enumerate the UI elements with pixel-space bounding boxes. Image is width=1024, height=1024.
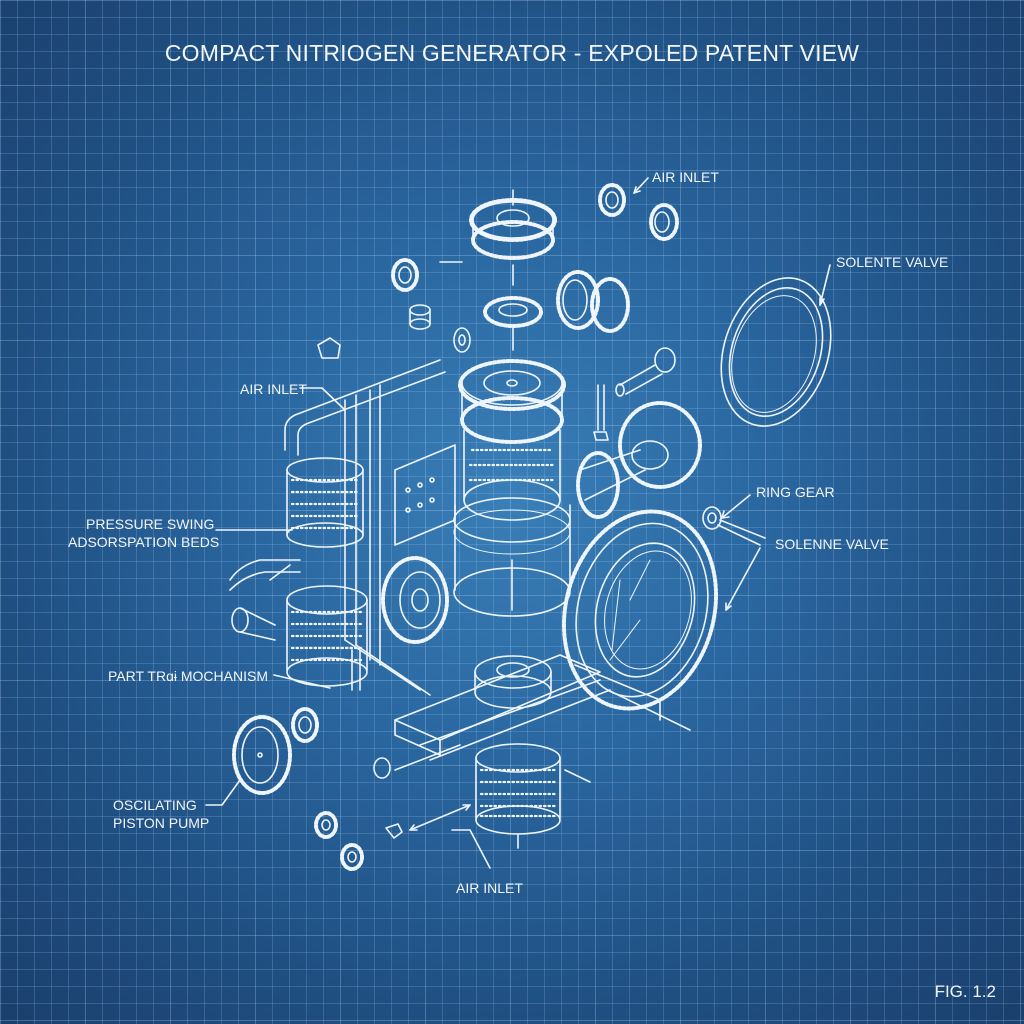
- label-air-inlet-bottom: AIR INLET: [456, 880, 523, 896]
- main-drum-gear: [458, 359, 566, 444]
- perforated-cylinder: [463, 429, 561, 521]
- right-drive-gear: [576, 401, 702, 519]
- figure-number: FIG. 1.2: [934, 982, 996, 1001]
- label-part-train-mechanism: PART TRɑɨ MOCHANISM: [108, 668, 268, 684]
- label-oscilating-line2: PISTON PUMP: [113, 815, 210, 831]
- adsorption-bed-upper: [286, 457, 364, 548]
- label-solenne-valve: SOLENNE VALVE: [775, 536, 889, 552]
- top-gear: [469, 189, 557, 286]
- label-pressure-swing-line1: PRESSURE SWING: [86, 516, 215, 532]
- label-pressure-swing-line2: ADSORSPATION BEDS: [68, 534, 220, 550]
- small-gears: [232, 183, 679, 871]
- piping-manifold: [229, 359, 446, 696]
- label-oscilating-line1: OSCILATING: [113, 797, 197, 813]
- label-air-inlet-top: AIR INLET: [652, 169, 719, 185]
- label-ring-gear: RING GEAR: [756, 484, 835, 500]
- adsorption-bed-bottom: [475, 743, 561, 849]
- small-parts: [231, 304, 766, 839]
- left-drive-gear: [381, 556, 449, 644]
- diagram-title: COMPACT NITRIOGEN GENERATOR - EXPOLED PA…: [164, 40, 860, 66]
- solenoid-ring: [720, 277, 832, 427]
- leader-lines: [205, 177, 831, 869]
- label-solente-valve: SOLENTE VALVE: [836, 254, 949, 270]
- side-block: [394, 444, 456, 546]
- mid-gear: [483, 296, 543, 351]
- adsorption-bed-lower: [286, 585, 368, 687]
- label-air-inlet-left: AIR INLET: [240, 381, 307, 397]
- motor-housing: [453, 497, 571, 709]
- base-frame: [394, 654, 691, 771]
